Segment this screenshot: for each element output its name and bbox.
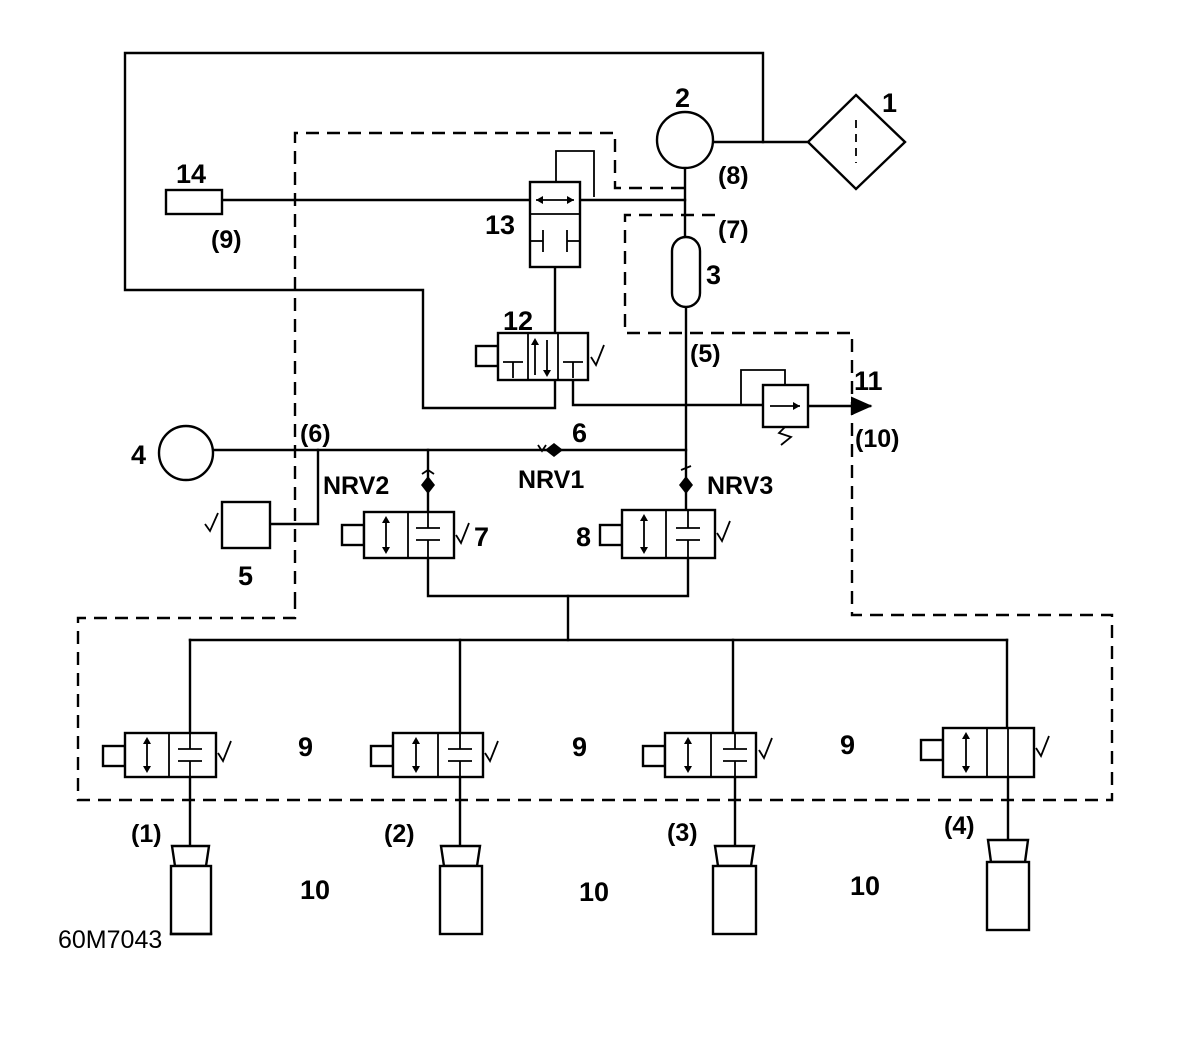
figure-code: 60M7043 bbox=[58, 926, 162, 954]
label-4: 4 bbox=[131, 440, 146, 470]
port-2: (2) bbox=[384, 820, 415, 848]
valve-9-unit-1 bbox=[101, 731, 232, 779]
label-6: 6 bbox=[572, 418, 587, 448]
cylinder-1 bbox=[169, 844, 213, 936]
cylinder-3 bbox=[711, 844, 758, 936]
filter-1 bbox=[806, 93, 907, 191]
port-7: (7) bbox=[718, 216, 749, 244]
sensor-5-line bbox=[268, 448, 320, 526]
valve-12 bbox=[474, 331, 605, 382]
port-10: (10) bbox=[855, 425, 899, 453]
relief-valve-11 bbox=[761, 383, 810, 446]
right-module-boundary bbox=[76, 213, 1114, 802]
label-nrv2: NRV2 bbox=[323, 472, 389, 500]
label-10a: 10 bbox=[300, 875, 330, 905]
nrv1-check-valve bbox=[537, 443, 563, 457]
port-1: (1) bbox=[131, 820, 162, 848]
label-10c: 10 bbox=[850, 871, 880, 901]
valve-7 bbox=[340, 510, 470, 560]
labels: 1 2 3 4 5 6 7 8 9 9 9 10 10 10 11 12 13 … bbox=[58, 83, 975, 954]
label-12: 12 bbox=[503, 306, 533, 336]
port-5: (5) bbox=[690, 340, 721, 368]
label-8: 8 bbox=[576, 522, 591, 552]
label-1: 1 bbox=[882, 88, 897, 118]
valve-13-pilot-loop bbox=[555, 150, 595, 197]
label-13: 13 bbox=[485, 210, 515, 240]
label-9c: 9 bbox=[840, 730, 855, 760]
label-5: 5 bbox=[238, 561, 253, 591]
cylinder-2 bbox=[438, 844, 484, 936]
label-2: 2 bbox=[675, 83, 690, 113]
port-3: (3) bbox=[667, 819, 698, 847]
left-module-boundary bbox=[293, 131, 685, 605]
return-line-loop bbox=[123, 51, 765, 410]
port-4: (4) bbox=[944, 812, 975, 840]
cylinder-4 bbox=[985, 838, 1031, 932]
device-14 bbox=[164, 188, 224, 216]
reservoir-4 bbox=[157, 424, 215, 482]
sensor-5 bbox=[204, 500, 272, 550]
nrv2-check-valve bbox=[421, 468, 435, 494]
label-nrv3: NRV3 bbox=[707, 472, 773, 500]
valve-9-unit-3 bbox=[641, 731, 773, 779]
valve-9-unit-2 bbox=[369, 731, 499, 779]
valve-13 bbox=[528, 180, 582, 269]
port-9: (9) bbox=[211, 226, 242, 254]
label-9a: 9 bbox=[298, 732, 313, 762]
port-8: (8) bbox=[718, 162, 749, 190]
nrv3-check-valve bbox=[679, 465, 693, 494]
label-10b: 10 bbox=[579, 877, 609, 907]
relief-pilot-loop bbox=[740, 369, 786, 405]
label-7: 7 bbox=[474, 522, 489, 552]
label-3: 3 bbox=[706, 260, 721, 290]
port-6: (6) bbox=[300, 420, 331, 448]
valve7-drop bbox=[426, 556, 690, 598]
label-9b: 9 bbox=[572, 732, 587, 762]
label-14: 14 bbox=[176, 159, 206, 189]
piping bbox=[123, 51, 1010, 848]
pump-2 bbox=[655, 110, 715, 170]
valve-8 bbox=[598, 508, 731, 560]
line-12-relief bbox=[571, 378, 765, 407]
accumulator-3 bbox=[670, 235, 702, 309]
label-11: 11 bbox=[854, 366, 883, 396]
label-nrv1: NRV1 bbox=[518, 466, 584, 494]
module-boundaries bbox=[76, 131, 1114, 802]
valve-9-unit-4 bbox=[919, 726, 1050, 779]
